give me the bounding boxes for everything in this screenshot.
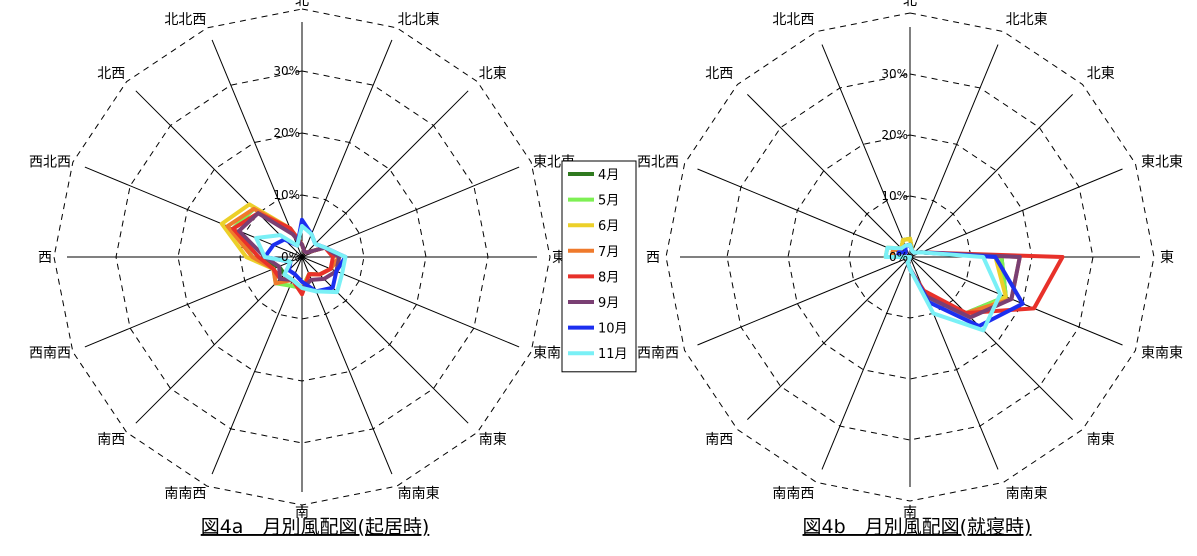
chart-b-axis-line — [747, 256, 911, 420]
chart-b-direction-label: 北東 — [1087, 66, 1115, 82]
chart-a-tick-label: 20% — [273, 126, 300, 140]
chart-a-direction-label: 西南西 — [29, 346, 71, 362]
chart-b-direction-label: 北北東 — [1006, 12, 1048, 28]
chart-a-grid-ring — [239, 194, 365, 320]
legend-label-11月: 11月 — [598, 347, 628, 362]
chart-a-direction-label: 南西 — [97, 432, 125, 448]
chart-a-direction-label: 北西 — [97, 66, 125, 82]
legend-label-9月: 9月 — [598, 296, 619, 311]
chart-b-grid-ring — [787, 134, 1033, 380]
chart-b-direction-label: 北 — [903, 0, 917, 9]
chart-a-axis-line — [301, 166, 520, 258]
chart-b-axis-line — [909, 256, 1123, 346]
chart-b-tick-label: 0% — [889, 250, 908, 264]
chart-a-grid-ring — [53, 8, 551, 506]
chart-a-series-11月 — [254, 224, 348, 295]
chart-a-direction-label: 西北西 — [29, 154, 71, 170]
chart-b-direction-label: 東北東 — [1141, 154, 1183, 170]
chart-a-axis-line — [84, 256, 303, 348]
chart-a-direction-label: 北 — [295, 0, 309, 9]
legend-box — [561, 160, 637, 373]
legend-label-5月: 5月 — [598, 194, 619, 209]
chart-b-axis-line — [821, 44, 911, 258]
chart-b-axis-line — [909, 168, 1123, 258]
chart-b-direction-label: 南東 — [1087, 432, 1115, 448]
chart-a-direction-label: 南東 — [479, 432, 507, 448]
chart-b-axis-line — [821, 256, 911, 470]
legend-label-8月: 8月 — [598, 270, 619, 285]
chart-a-axis-line — [301, 256, 469, 424]
chart-b-series-11月 — [883, 242, 1003, 333]
chart-a-axis-line — [84, 166, 303, 258]
chart-b-direction-label: 南西 — [705, 432, 733, 448]
chart-b-direction-label: 西 — [646, 250, 660, 266]
chart-b-grid-ring — [665, 12, 1155, 502]
chart-b-axis-line — [697, 168, 911, 258]
chart-b-direction-label: 北西 — [705, 66, 733, 82]
chart-b-axis-line — [909, 44, 999, 258]
chart-b-axis-line — [747, 94, 911, 258]
chart-b-axis-line — [909, 256, 1073, 420]
legend: 4月 5月 6月 7月 8月 9月 10月 11月 — [561, 160, 637, 373]
chart-a-tick-label: 10% — [273, 188, 300, 202]
chart-a-title: 図4a 月別風配図(起居時) — [201, 516, 430, 538]
legend-label-6月: 6月 — [598, 219, 619, 234]
chart-b-grid-ring — [726, 73, 1094, 441]
chart-b-direction-label: 西南西 — [637, 346, 679, 362]
chart-a-tick-label: 30% — [273, 64, 300, 78]
chart-b-title: 図4b 月別風配図(就寝時) — [803, 516, 1032, 538]
chart-b-direction-label: 南南西 — [772, 486, 814, 502]
chart-b-tick-label: 30% — [881, 67, 908, 81]
chart-b-tick-label: 20% — [881, 128, 908, 142]
chart-a-direction-label: 南南西 — [164, 486, 206, 502]
chart-a-axis-line — [135, 90, 303, 258]
chart-a-axis-line — [301, 90, 469, 258]
chart-b-direction-label: 東 — [1160, 250, 1174, 266]
chart-a-axis-line — [301, 39, 393, 258]
chart-a-axis-line — [211, 39, 303, 258]
chart-a-tick-label: 0% — [281, 250, 300, 264]
chart-b-tick-label: 10% — [881, 189, 908, 203]
chart-a-axis-line — [211, 256, 303, 475]
chart-a-direction-label: 北東 — [479, 66, 507, 82]
chart-a-direction-label: 南南東 — [398, 486, 440, 502]
chart-b-direction-label: 南南東 — [1006, 486, 1048, 502]
wind-rose-chart-a: 0%10%20%30%北北北東北東東北東東東南東南東南南東南南南西南西西南西西西… — [29, 0, 575, 521]
chart-a-direction-label: 南 — [295, 505, 309, 521]
chart-b-direction-label: 北北西 — [772, 12, 814, 28]
chart-b-direction-label: 西北西 — [637, 154, 679, 170]
chart-b-axis-line — [697, 256, 911, 346]
chart-b-axis-line — [909, 94, 1073, 258]
legend-label-7月: 7月 — [598, 245, 619, 260]
chart-a-direction-label: 北北東 — [398, 12, 440, 28]
chart-b-direction-label: 東南東 — [1141, 346, 1183, 362]
legend-label-10月: 10月 — [598, 322, 628, 337]
legend-label-4月: 4月 — [598, 168, 619, 183]
chart-a-direction-label: 西 — [38, 250, 52, 266]
chart-b-direction-label: 南 — [903, 505, 917, 521]
chart-a-direction-label: 北北西 — [164, 12, 206, 28]
